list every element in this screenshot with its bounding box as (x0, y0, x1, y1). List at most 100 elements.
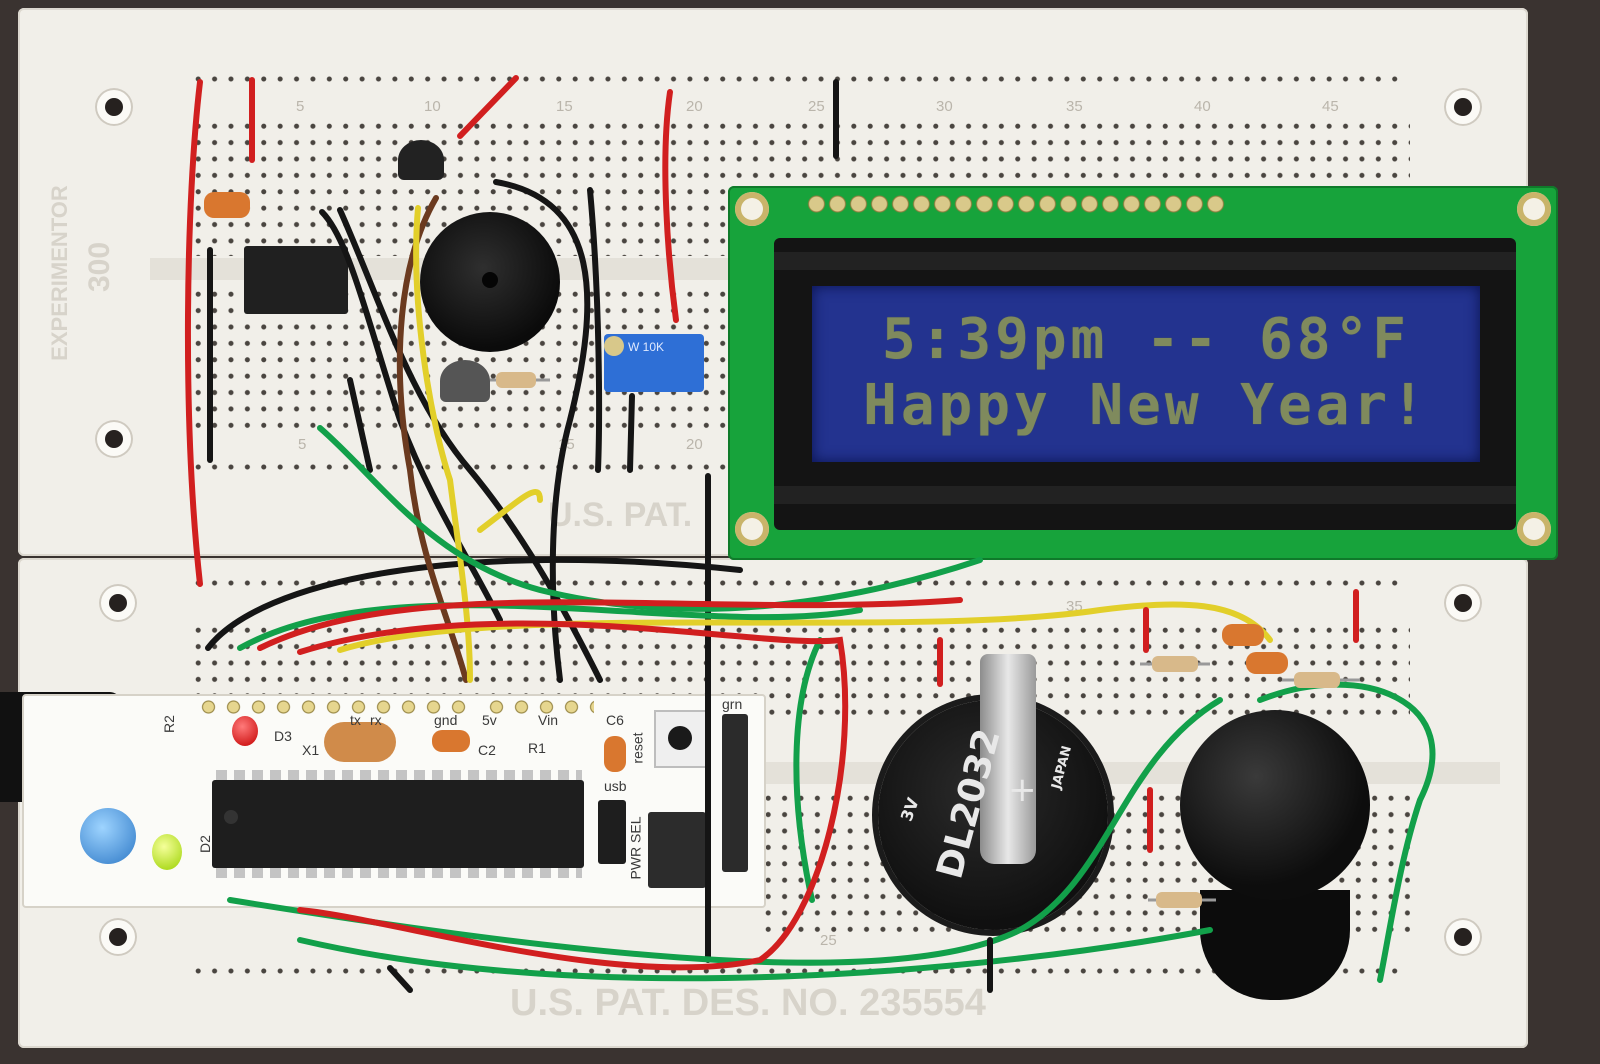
silk-label: rx (370, 712, 382, 728)
mount-hole (95, 420, 133, 458)
column-number: 10 (424, 98, 441, 115)
wire-red (297, 620, 849, 971)
jumper-block[interactable] (648, 812, 706, 888)
battery-clip (980, 654, 1036, 864)
ftdi-header (722, 714, 748, 872)
wire-green (793, 637, 823, 903)
patent-bottom-label: U.S. PAT. DES. NO. 235554 (510, 982, 986, 1024)
column-number: 5 (296, 98, 305, 115)
silk-label: X1 (302, 742, 320, 758)
patent-top-label: U.S. PAT. (548, 496, 693, 534)
column-number: 5 (298, 436, 307, 453)
ceramic-capacitor (1222, 624, 1264, 646)
silk-label: grn (722, 696, 743, 712)
mount-hole (1444, 918, 1482, 956)
red-led (232, 716, 258, 746)
wire-yellow (477, 489, 543, 533)
battery-plus: + (1008, 770, 1037, 810)
bezel-ridge (774, 486, 1516, 504)
wire-brown (396, 195, 469, 683)
silk-label: D3 (274, 728, 292, 744)
wire-yellow (413, 205, 473, 683)
chip-notch (224, 810, 238, 824)
column-number: 35 (1066, 98, 1083, 115)
ceramic-capacitor (604, 736, 626, 772)
mount-hole (1444, 584, 1482, 622)
silk-label: gnd (434, 712, 458, 728)
pcb-hole (1517, 192, 1551, 226)
potentiometer-body (1200, 890, 1350, 1000)
wire-green (1257, 681, 1436, 983)
chip-pins (216, 868, 582, 878)
wire-yellow (337, 601, 1273, 653)
wire-red (662, 89, 679, 323)
lcd-header-pins (806, 186, 1226, 222)
wire-red (457, 75, 519, 139)
pcb-hole (735, 512, 769, 546)
eight-pin-chip (244, 246, 348, 314)
reset-button[interactable] (654, 710, 708, 768)
resistor (496, 372, 536, 388)
column-number: 20 (686, 436, 703, 453)
buzzer-center (482, 272, 498, 288)
power-rail (190, 70, 1400, 88)
lcd-line-1: 5:39pm -- 68°F (881, 307, 1410, 372)
mount-hole (99, 918, 137, 956)
column-number: 30 (936, 98, 953, 115)
wire-red (184, 79, 203, 587)
wire-black (627, 393, 635, 473)
silk-label: C2 (478, 742, 496, 758)
crystal-capacitor (324, 722, 396, 762)
jumper-block[interactable] (598, 800, 626, 864)
pcb-hole (735, 192, 769, 226)
silk-label: 5v (482, 712, 497, 728)
pcb-hole (1517, 512, 1551, 546)
electrolytic-capacitor (80, 808, 136, 864)
rotary-knob[interactable] (1180, 710, 1370, 900)
green-led (152, 834, 182, 870)
wire-red (257, 597, 963, 651)
pot-marking: W 10K (628, 340, 665, 354)
power-rail (190, 574, 1400, 592)
wire-black (347, 377, 373, 473)
atmega-chip (212, 780, 584, 868)
resistor (1156, 892, 1202, 908)
wire-green (317, 425, 983, 612)
silk-label: C6 (606, 712, 624, 728)
wire-green (237, 602, 863, 651)
column-number: 25 (820, 932, 837, 949)
wire-black (205, 556, 743, 651)
header-pins (484, 696, 594, 718)
wire-black (387, 965, 413, 993)
ceramic-capacitor (432, 730, 470, 752)
column-number: 25 (808, 98, 825, 115)
trimmer-screw[interactable] (604, 336, 624, 356)
lcd-line-2: Happy New Year! (863, 373, 1429, 438)
silk-label: R1 (528, 740, 546, 756)
lcd-screen: 5:39pm -- 68°F Happy New Year! (812, 286, 1480, 462)
column-number: 40 (1194, 98, 1211, 115)
silk-label: usb (604, 778, 627, 794)
ceramic-capacitor (1246, 652, 1288, 674)
transistor (398, 140, 444, 180)
wire-green (227, 697, 1223, 966)
bezel-ridge (774, 252, 1516, 270)
silk-label: Vin (538, 712, 558, 728)
resistor (1152, 656, 1198, 672)
wire-green (297, 927, 1213, 982)
resistor (1294, 672, 1340, 688)
power-rail (190, 962, 1400, 980)
temperature-sensor (440, 360, 490, 402)
mount-hole (95, 88, 133, 126)
mount-hole (99, 584, 137, 622)
silk-label: tx (350, 712, 361, 728)
column-number: 45 (1322, 98, 1339, 115)
column-number: 20 (686, 98, 703, 115)
chip-pins (216, 770, 582, 780)
ceramic-capacitor (204, 192, 250, 218)
wire-black (587, 187, 603, 473)
mount-hole (1444, 88, 1482, 126)
header-pins (196, 696, 466, 718)
column-number: 15 (556, 98, 573, 115)
